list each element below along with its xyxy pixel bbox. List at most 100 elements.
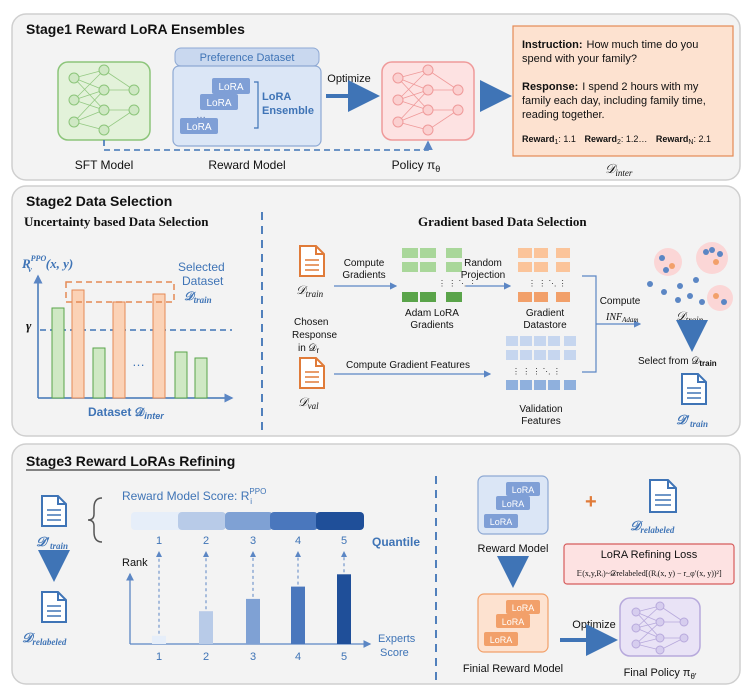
response-text-3: reading together.	[522, 109, 605, 121]
top-tick-label: 5	[341, 535, 347, 547]
instruction-text-2: spend with your family?	[522, 53, 637, 65]
d-train-prime-label: 𝒟′train	[36, 534, 68, 551]
stage1-panel: Stage1 Reward LoRA Ensembles SFT Model P…	[11, 13, 741, 181]
d-train-label: 𝒟train	[296, 283, 324, 299]
bottom-tick-label: 3	[250, 651, 256, 663]
document-icon	[681, 373, 707, 405]
quantile-segment	[316, 512, 364, 530]
sft-model-icon	[57, 61, 151, 141]
rank-bar	[199, 611, 213, 644]
document-icon	[649, 479, 677, 513]
random-projection-label-1: Random	[464, 258, 502, 269]
optimize-label: Optimize	[327, 73, 370, 85]
bar-green	[174, 351, 188, 399]
loss-box: LoRA Refining Loss 𝔼(x,y,Rᵢ)~𝒟relabeled[…	[563, 543, 735, 585]
bar-green	[51, 307, 65, 399]
instruction-label: Instruction:	[522, 39, 583, 51]
experts-label-2: Score	[380, 647, 409, 659]
inf-adam-label: INFAdam	[605, 312, 638, 324]
chosen-label-2: Response	[292, 330, 337, 341]
optimize-label: Optimize	[572, 619, 615, 631]
validation-label-1: Validation	[519, 404, 562, 415]
datastore-label-1: Gradient	[526, 308, 565, 319]
svg-text:LoRA: LoRA	[502, 499, 525, 509]
bar-orange	[112, 301, 126, 399]
quantile-segment	[178, 512, 226, 530]
d-relabeled-right-label: 𝒟relabeled	[630, 518, 675, 535]
lora-dots: …	[196, 110, 206, 121]
quantile-segment	[131, 512, 183, 530]
quantile-label: Quantile	[372, 535, 420, 549]
bottom-tick-label: 4	[295, 651, 301, 663]
document-icon	[41, 591, 67, 623]
lora-ensemble-label-1: LoRA	[262, 91, 291, 103]
lora-stack: LoRA LoRA … LoRA	[180, 78, 259, 134]
bar-green	[92, 347, 106, 399]
rank-bar	[152, 635, 166, 644]
preference-dataset-label: Preference Dataset	[200, 52, 295, 64]
bar-orange	[152, 293, 166, 399]
policy-model-icon	[381, 61, 475, 141]
lora-stack-orange: LoRA LoRA LoRA	[484, 600, 540, 646]
preference-dataset-icon: Preference Dataset	[174, 47, 320, 67]
rank-bars	[152, 551, 351, 644]
bottom-tick-label: 2	[203, 651, 209, 663]
svg-text:LoRA: LoRA	[502, 617, 525, 627]
stage3-title: Stage3 Reward LoRAs Refining	[26, 453, 235, 469]
quantile-segment	[225, 512, 273, 530]
compute-gradients-label-1: Compute	[344, 258, 385, 269]
document-icon	[299, 245, 325, 277]
response-text-2: family each day, including family time,	[522, 95, 706, 107]
svg-text:LoRA: LoRA	[490, 517, 513, 527]
selected-highlight-box	[65, 281, 175, 303]
rank-bar	[246, 598, 260, 644]
document-icon	[299, 357, 325, 389]
svg-text:Instruction:How much time do y: Instruction: How much time do you	[522, 39, 698, 51]
uncertainty-title: Uncertainty based Data Selection	[24, 214, 209, 229]
select-from-label: Select from 𝒟train	[638, 356, 717, 368]
chosen-label-1: Chosen	[294, 317, 328, 328]
selected-label-1: Selected	[178, 260, 225, 274]
validation-label-2: Features	[521, 416, 560, 427]
top-tick-label: 1	[156, 535, 162, 547]
selected-label-2: Dataset	[182, 274, 224, 288]
stage2-title: Stage2 Data Selection	[26, 193, 172, 209]
reward-model-label: Reward Model	[478, 543, 549, 555]
lora-ensemble-label-2: Ensemble	[262, 105, 314, 117]
response-text: I spend 2 hours with my	[582, 81, 699, 93]
svg-text:LoRA: LoRA	[490, 635, 513, 645]
datastore-label-2: Datastore	[523, 320, 567, 331]
lora-label: LoRA	[206, 98, 231, 109]
compute-label: Compute	[600, 296, 641, 307]
svg-text:⋮ ⋮ ⋱ ⋮: ⋮ ⋮ ⋱ ⋮	[438, 279, 477, 288]
lora-label: LoRA	[186, 122, 211, 133]
svg-text:LoRA: LoRA	[512, 485, 535, 495]
rank-bar	[291, 586, 305, 644]
plus-icon: +	[585, 491, 597, 513]
lora-stack: LoRA LoRA LoRA	[484, 482, 540, 528]
chosen-label-3: in 𝒟r	[298, 343, 320, 355]
compute-gradients-label-2: Gradients	[342, 270, 385, 281]
data-cluster-icon	[647, 242, 733, 311]
svg-text:LoRA: LoRA	[512, 603, 535, 613]
rewards-line: Reward1: 1.1 Reward2: 1.2… RewardN: 2.1	[522, 134, 711, 146]
bottom-tick-label: 5	[341, 651, 347, 663]
random-projection-label-2: Projection	[461, 270, 505, 281]
rank-bar	[337, 574, 351, 644]
top-tick-label: 2	[203, 535, 209, 547]
loss-formula: 𝔼(x,y,Rᵢ)~𝒟relabeled[(Rᵢ(x, y) − r_φ′(x,…	[576, 569, 722, 578]
instruction-text: How much time do you	[587, 39, 699, 51]
d-inter-label: 𝒟inter	[605, 161, 633, 178]
gamma-label: γ	[26, 318, 32, 333]
top-tick-label: 3	[250, 535, 256, 547]
selected-label-3: 𝒟train	[184, 289, 212, 305]
compute-grad-features-label: Compute Gradient Features	[346, 360, 470, 371]
policy-label: Policy πθ	[392, 158, 441, 174]
svg-text:Response:I spend 2 hours with: Response:I spend 2 hours with my	[522, 81, 699, 93]
svg-text:⋮ ⋮ ⋮ ⋱ ⋮: ⋮ ⋮ ⋮ ⋱ ⋮	[512, 367, 561, 376]
bar-dots: …	[132, 354, 145, 369]
rank-label: Rank	[122, 557, 148, 569]
